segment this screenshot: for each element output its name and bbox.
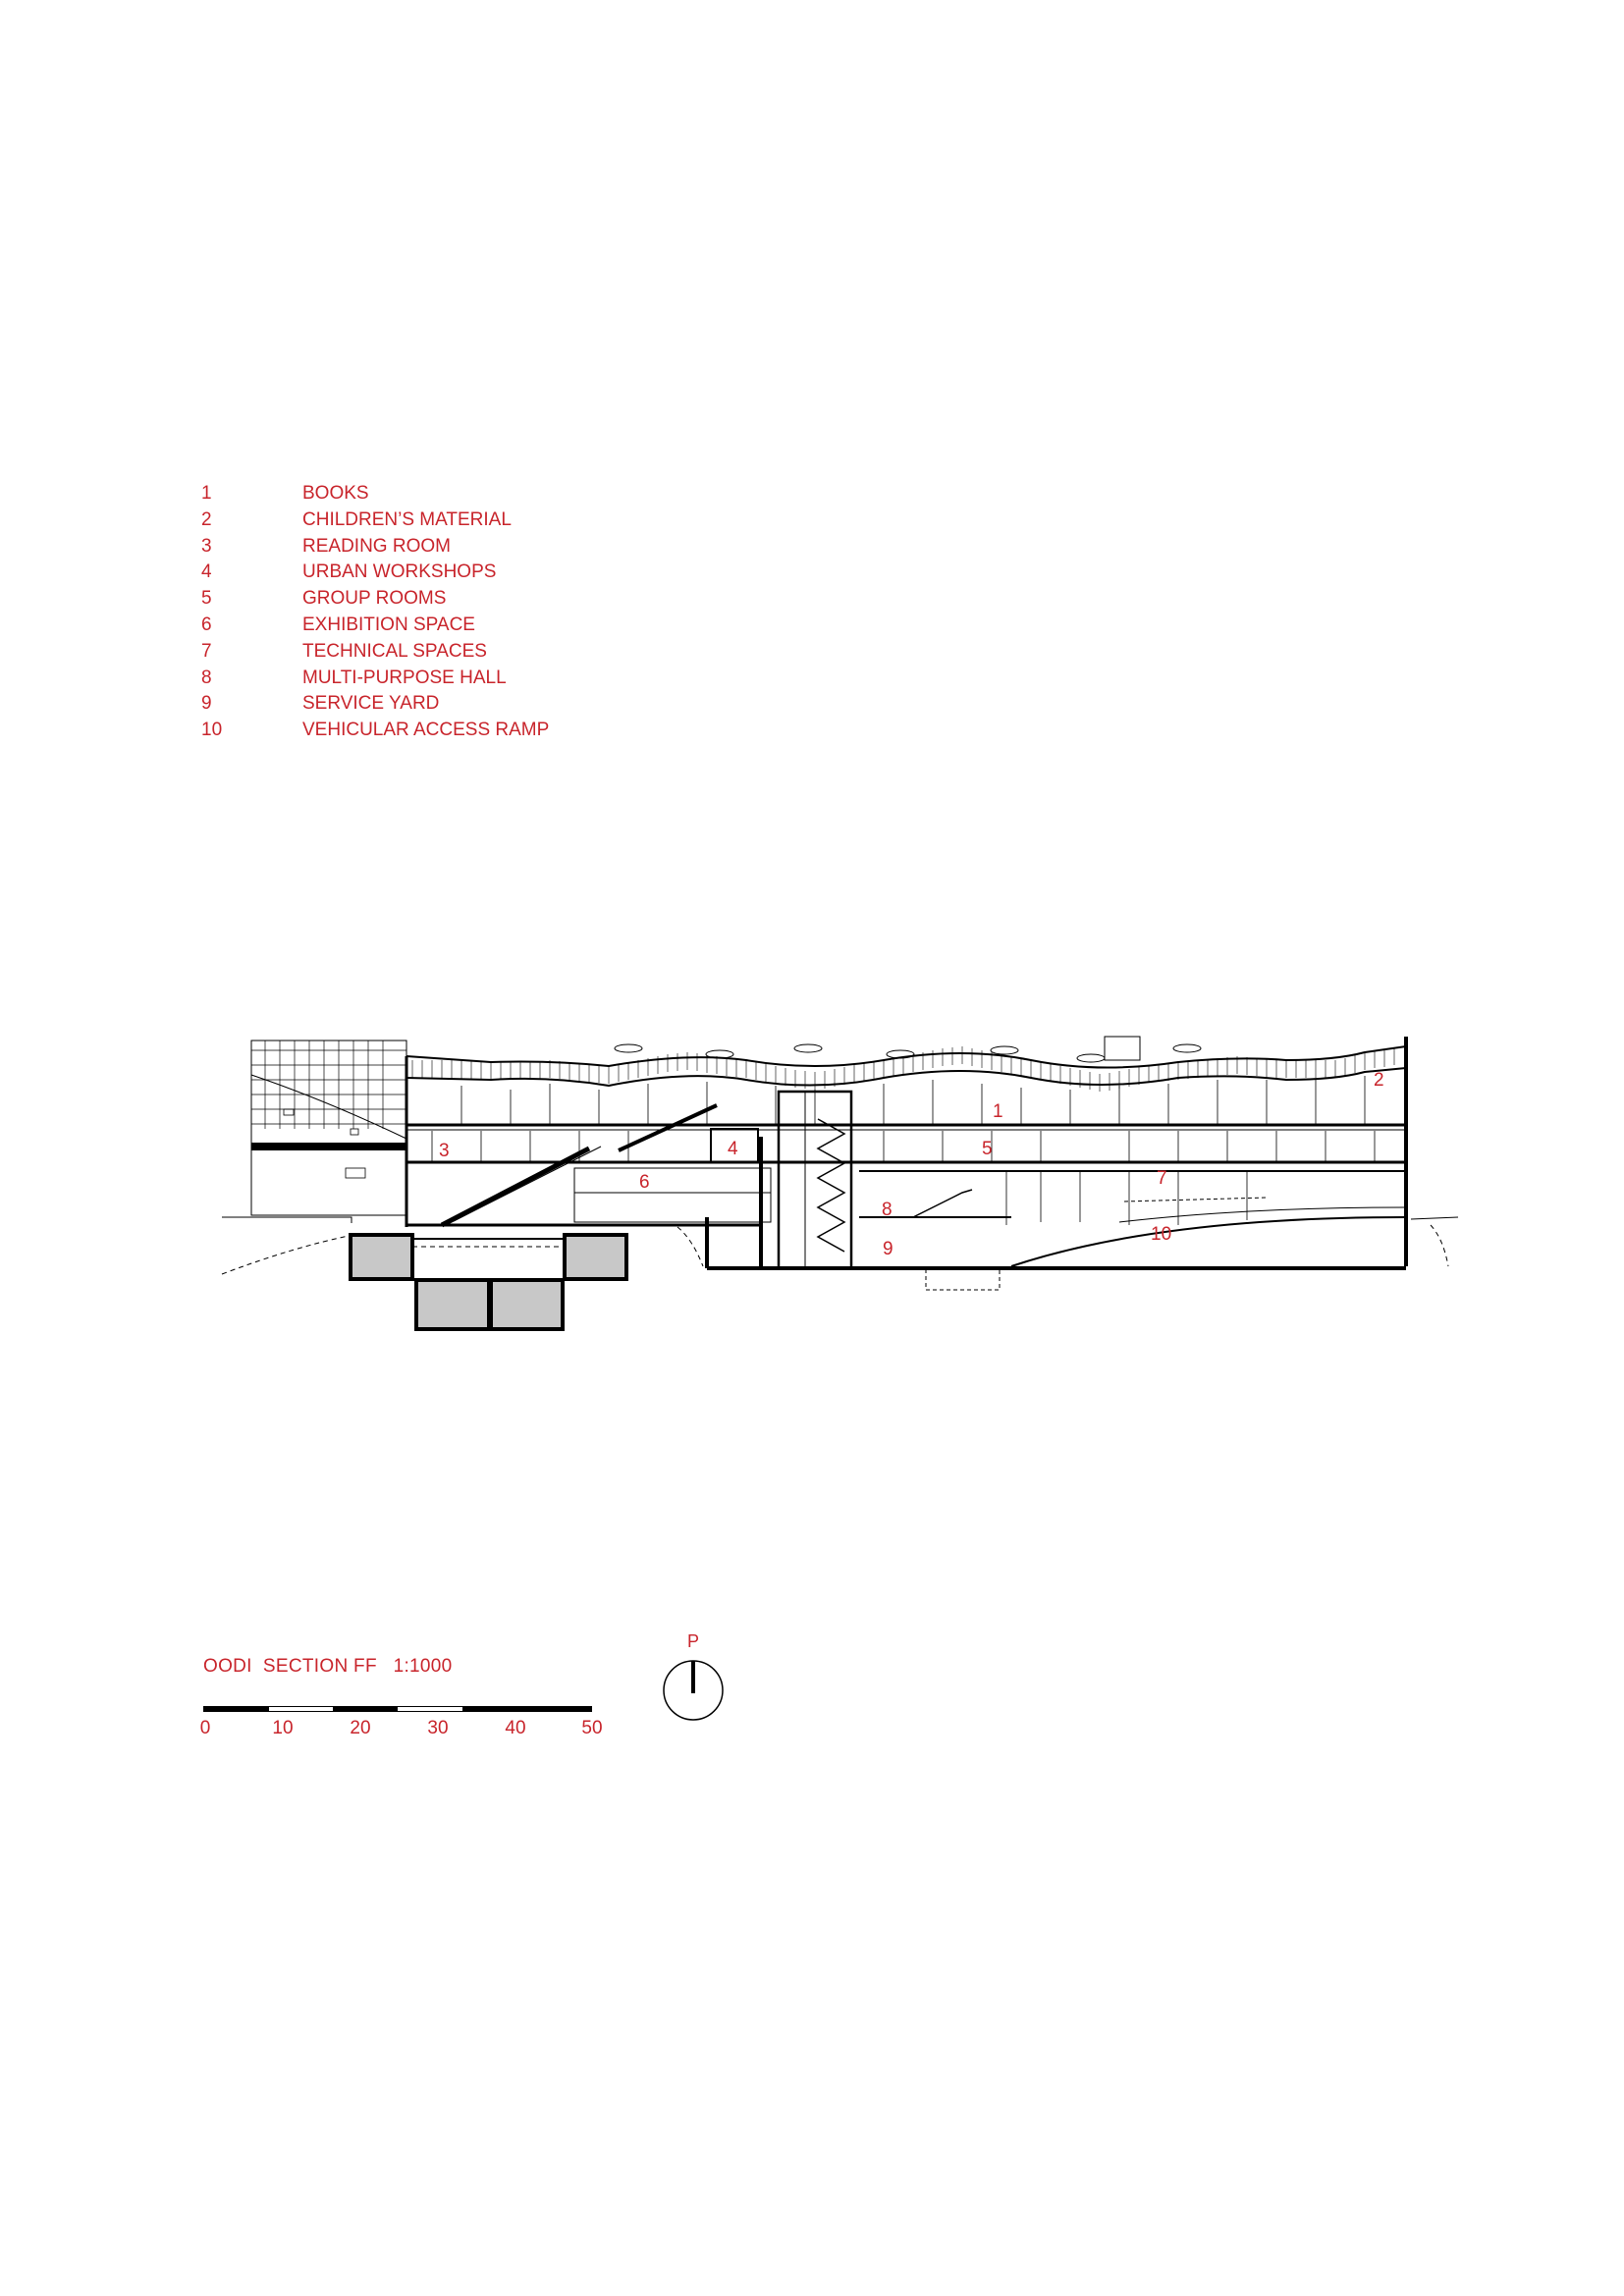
ground-line-dashed [221,1234,354,1275]
section-labels: 1 2 3 4 5 6 7 8 9 10 [439,1070,1384,1259]
scale-tick-label: 50 [581,1718,603,1738]
section-label: 4 [728,1139,738,1159]
legend-number: 3 [201,535,212,557]
basement-tank [563,1233,628,1281]
hall-seating [912,1189,973,1218]
section-label: 1 [993,1101,1003,1122]
roof-line [406,1045,1407,1069]
escalator-rail [453,1146,602,1222]
legend-label: READING ROOM [302,535,451,557]
basement-tank [414,1278,491,1331]
scale-tick-label: 10 [272,1718,294,1738]
drawing-title: OODI SECTION FF 1:1000 [203,1656,453,1677]
scale-bar [203,1706,592,1712]
legend-number: 7 [201,640,212,662]
foundation-outline [925,1267,1001,1291]
ramp-slope [1118,1206,1407,1223]
section-label: 6 [639,1172,650,1193]
legend-label: TECHNICAL SPACES [302,640,487,662]
legend-number: 2 [201,508,212,530]
left-window [345,1167,366,1179]
section-label: 5 [982,1139,993,1159]
legend-number: 4 [201,561,212,583]
legend-number: 6 [201,614,212,635]
legend-label: URBAN WORKSHOPS [302,561,497,583]
section-label: 8 [882,1200,893,1220]
section-label: 10 [1151,1224,1171,1245]
legend-number: 8 [201,667,212,688]
legend-number: 5 [201,588,212,610]
legend-label: SERVICE YARD [302,693,440,715]
workshop-room [710,1128,759,1163]
north-arrow-label: P [686,1631,700,1651]
legend-label: GROUP ROOMS [302,588,447,610]
skylight [793,1043,823,1053]
vehicular-ramp [1010,1216,1407,1267]
scale-tick-label: 20 [350,1718,371,1738]
legend-label: EXHIBITION SPACE [302,614,475,635]
section-label: 2 [1374,1070,1384,1091]
legend-label: MULTI-PURPOSE HALL [302,667,507,688]
skylight [886,1049,915,1059]
roof-underside [406,1067,1407,1088]
service-line [1123,1197,1268,1202]
legend-label: VEHICULAR ACCESS RAMP [302,720,550,741]
stair-zigzag [816,1118,846,1253]
ground-line-dashed [1430,1224,1449,1267]
interior-partitions [431,1076,1376,1225]
legend-number: 10 [201,720,223,741]
scale-tick-label: 30 [427,1718,449,1738]
skylight [1172,1043,1202,1053]
exhibition-room [573,1167,772,1223]
legend-number: 9 [201,693,212,715]
ground-line-right [1410,1216,1459,1220]
basement-tanks [349,1233,628,1331]
roof-ribs [411,1046,1395,1092]
section-label: 3 [439,1141,450,1161]
section-label: 9 [883,1239,893,1259]
legend-number: 1 [201,483,212,504]
basement-tank [489,1278,565,1331]
escalator-upper [618,1103,718,1152]
escalator [440,1146,591,1228]
ground-line-dashed [677,1226,704,1267]
legend-label: CHILDREN’S MATERIAL [302,508,512,530]
scale-tick-label: 40 [505,1718,526,1738]
skylight [614,1043,643,1053]
left-window [350,1128,359,1136]
skylight [1076,1053,1106,1063]
left-window [283,1108,295,1116]
skylight [990,1045,1019,1055]
roof-box [1104,1036,1141,1061]
legend-label: BOOKS [302,483,369,504]
facade-grid [251,1041,406,1129]
basement-tank [349,1233,414,1281]
section-label: 7 [1157,1168,1167,1189]
stair-core [777,1090,853,1270]
skylight [705,1049,734,1059]
left-roof-slope [250,1074,407,1140]
scale-tick-label: 0 [199,1718,211,1738]
ground-line [222,1216,352,1223]
